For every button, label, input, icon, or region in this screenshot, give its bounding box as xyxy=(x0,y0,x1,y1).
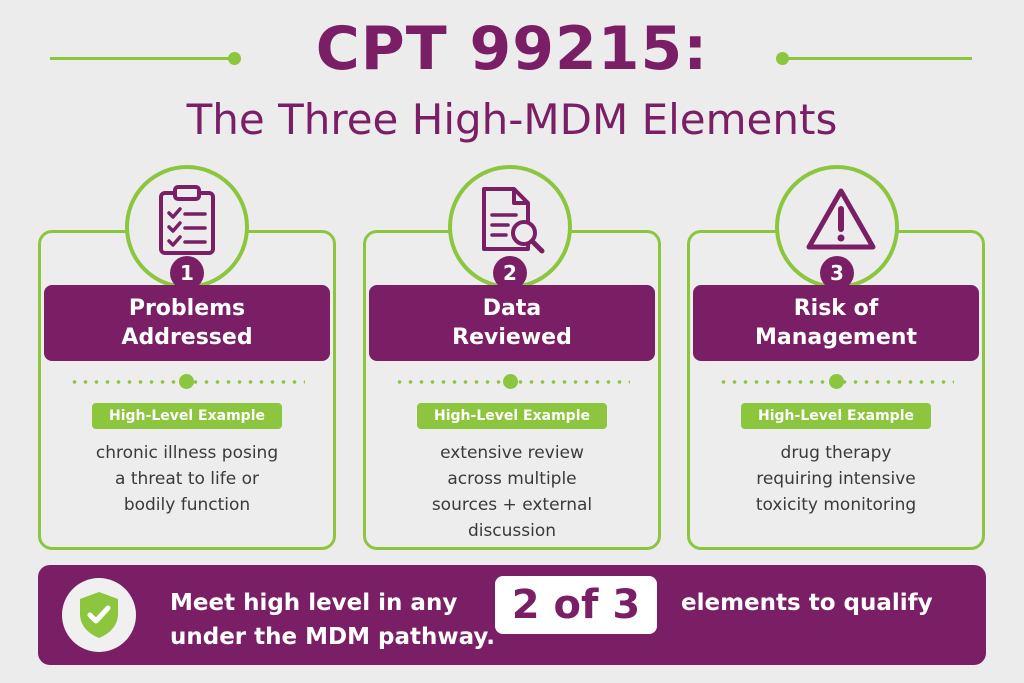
card-3-heading-line1: Risk of xyxy=(793,296,879,321)
shield-check-icon xyxy=(80,592,118,638)
card-3-number-badge: 3 xyxy=(820,256,854,290)
card-1-heading-line1: Problems xyxy=(128,296,246,321)
desc-line: sources + external xyxy=(431,495,593,515)
banner-line1-end: elements to qualify xyxy=(681,590,933,616)
desc-line: requiring intensive xyxy=(756,469,916,489)
rule-dot xyxy=(776,52,789,65)
banner-highlight: 2 of 3 xyxy=(495,576,657,634)
card-3-description: drug therapy requiring intensive toxicit… xyxy=(706,440,966,518)
card-3-divider-dot xyxy=(829,374,844,389)
desc-line: a threat to life or xyxy=(115,469,259,489)
desc-line: bodily function xyxy=(123,495,251,515)
desc-line: discussion xyxy=(467,521,557,541)
title-rule-right xyxy=(776,52,972,65)
banner-line1: Meet high level in any xyxy=(170,590,458,616)
card-1-heading: Problems Addressed xyxy=(44,285,330,361)
card-3-heading: Risk of Management xyxy=(693,285,979,361)
card-1-heading-line2: Addressed xyxy=(121,325,253,350)
card-2-number-badge: 2 xyxy=(493,256,527,290)
card-1-divider-dot xyxy=(179,374,194,389)
title-rule-left xyxy=(50,52,241,65)
card-2-example-label: High-Level Example xyxy=(417,403,607,429)
desc-line: toxicity monitoring xyxy=(755,495,917,515)
warning-triangle-icon xyxy=(806,188,876,250)
desc-line: chronic illness posing xyxy=(95,443,279,463)
rule-dot xyxy=(228,52,241,65)
desc-line: extensive review xyxy=(440,443,584,463)
card-2-description: extensive review across multiple sources… xyxy=(382,440,642,544)
card-2-divider-dot xyxy=(503,374,518,389)
card-2-heading-line2: Reviewed xyxy=(452,325,572,350)
shield-badge xyxy=(62,578,136,652)
desc-line: drug therapy xyxy=(780,443,892,463)
card-2-heading-line1: Data xyxy=(482,296,542,321)
card-1-number-badge: 1 xyxy=(170,256,204,290)
card-1-description: chronic illness posing a threat to life … xyxy=(57,440,317,518)
card-3-example-label: High-Level Example xyxy=(741,403,931,429)
banner-line2: under the MDM pathway. xyxy=(170,624,496,650)
page-title: CPT 99215: xyxy=(315,14,709,84)
document-search-icon xyxy=(482,187,545,254)
card-2-heading: Data Reviewed xyxy=(369,285,655,361)
page-subtitle: The Three High-MDM Elements xyxy=(186,95,838,144)
desc-line: across multiple xyxy=(447,469,577,489)
card-1-example-label: High-Level Example xyxy=(92,403,282,429)
clipboard-checklist-icon xyxy=(159,185,215,255)
card-3-heading-line2: Management xyxy=(755,325,917,350)
